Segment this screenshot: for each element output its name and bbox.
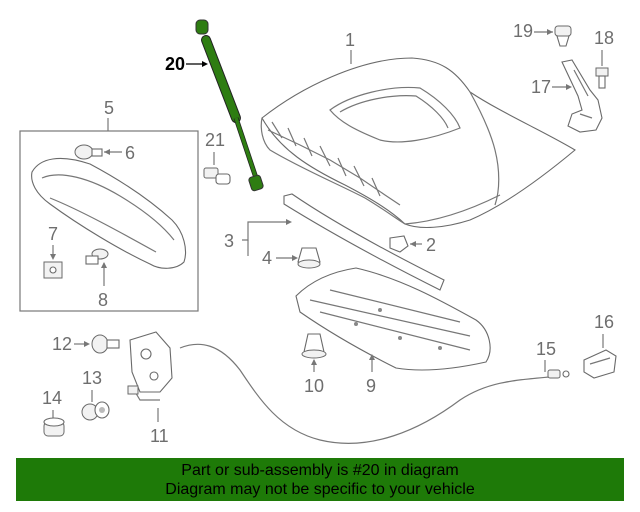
callout-6: 6 (125, 143, 135, 163)
banner-line-2: Diagram may not be specific to your vehi… (165, 481, 475, 498)
callout-20: 20 (165, 54, 185, 74)
arrow-9 (369, 354, 375, 360)
callout-21: 21 (205, 130, 225, 150)
ball-stud-21 (203, 167, 231, 185)
arrow-3 (286, 219, 292, 225)
arrow-2 (410, 241, 416, 247)
callout-15: 15 (536, 339, 556, 359)
callout-9: 9 (366, 376, 376, 396)
callout-11: 11 (150, 426, 169, 446)
arrow-4 (292, 255, 298, 261)
arrow-6 (104, 149, 110, 155)
hood-strut-20 (195, 19, 264, 192)
hood-scoop-garnish (31, 157, 187, 269)
retainer-4 (297, 247, 321, 269)
callout-8: 8 (98, 290, 108, 310)
screw-8 (85, 248, 109, 265)
callout-10: 10 (304, 376, 324, 396)
callout-2: 2 (426, 235, 436, 255)
bolt-12 (91, 334, 120, 354)
clip-nut-7 (43, 261, 63, 279)
callout-12: 12 (52, 334, 72, 354)
arrow-12 (84, 341, 90, 347)
retainer-10 (301, 333, 327, 359)
cable-end-15 (547, 369, 570, 379)
clip-19 (554, 25, 572, 47)
group-box-5 (19, 130, 199, 312)
release-cable (179, 343, 561, 444)
hood-seal-3 (283, 193, 445, 291)
arrow-19 (547, 29, 553, 35)
clip-6 (74, 144, 103, 160)
leader-3a (242, 221, 290, 241)
callout-17: 17 (531, 77, 551, 97)
cushion-14 (43, 417, 65, 437)
latch-11 (127, 331, 173, 401)
handle-16 (583, 349, 617, 379)
callout-5: 5 (104, 98, 114, 118)
hinge-17 (561, 59, 603, 133)
clip-2 (389, 235, 409, 253)
insulator-9 (295, 267, 491, 371)
banner-line-1: Part or sub-assembly is #20 in diagram (181, 462, 459, 479)
info-banner: Part or sub-assembly is #20 in diagram D… (16, 458, 624, 501)
callout-14: 14 (42, 388, 62, 408)
callout-13: 13 (82, 368, 102, 388)
callout-3: 3 (224, 231, 234, 251)
parts-diagram: 1 19 18 17 20 21 5 (19, 19, 617, 446)
callout-7: 7 (48, 224, 58, 244)
callout-19: 19 (513, 21, 533, 41)
arrow-20 (202, 61, 208, 67)
arrow-10 (311, 359, 317, 365)
callout-16: 16 (594, 312, 614, 332)
callout-1: 1 (345, 30, 355, 50)
arrow-8 (101, 262, 107, 268)
arrow-17 (566, 84, 572, 90)
hood (260, 57, 576, 228)
callout-4: 4 (262, 248, 272, 268)
bolt-18 (595, 67, 609, 89)
callout-18: 18 (594, 28, 614, 48)
bumper-13 (81, 401, 110, 421)
arrow-7 (50, 254, 56, 260)
